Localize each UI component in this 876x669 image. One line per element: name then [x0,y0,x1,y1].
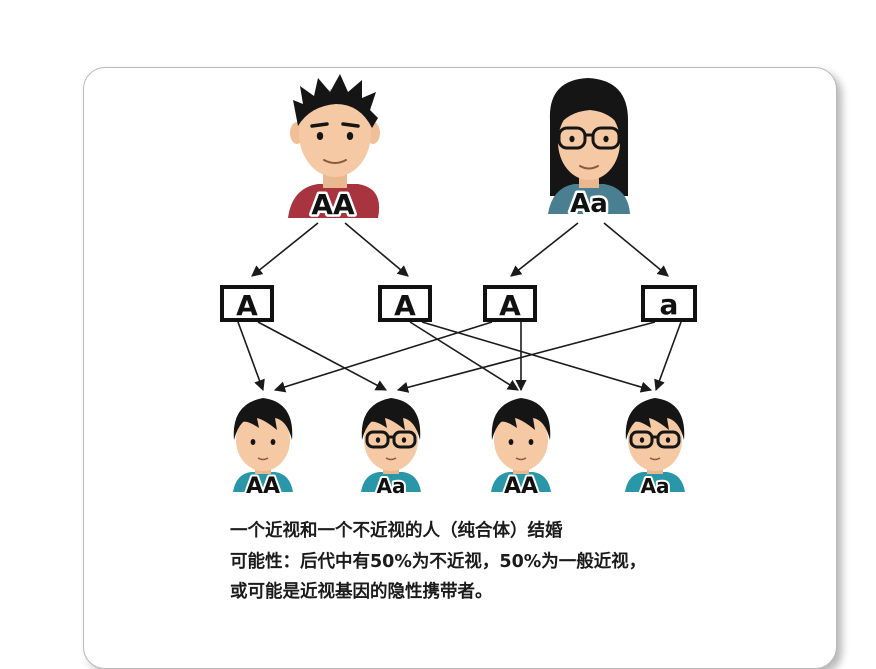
child-4-glasses-icon [629,430,681,449]
caption-line-3: 或可能是近视基因的隐性携带者。 [230,582,493,602]
child-4-genotype-outline: Aa [641,474,670,498]
parent-gamete-arrows [251,222,669,277]
mother-glasses-icon [557,126,621,150]
child-3-genotype-outline: AA [504,474,538,499]
child-2-genotype: Aa [377,474,406,498]
child-3-genotype: AA [504,474,538,499]
arrow-g1-child2 [257,321,387,391]
arrow-father-gamete-2 [344,222,409,277]
caption-line-2: 可能性：后代中有50%为不近视，50%为一般近视， [230,551,647,572]
arrow-g3-child1 [273,321,493,393]
caption-line-1: 一个近视和一个不近视的人（纯合体）结婚 [230,521,563,541]
father-hair [293,74,378,128]
arrow-g2-child3 [409,321,519,391]
diagram-card [83,67,837,669]
father-shirt [288,184,380,218]
child-3-avatar [491,398,551,492]
father-genotype-label: AA AA [309,186,358,224]
child-2-glasses-icon [365,430,417,449]
mother-genotype-outline: Aa [570,189,608,219]
child-2-avatar [361,398,421,492]
arrow-mother-gamete-3 [510,222,579,277]
gamete-box-4: a [641,285,697,322]
child-2-genotype-outline: Aa [377,474,406,498]
gamete-box-2: A [378,285,432,322]
mother-face [558,104,620,180]
father-face [299,89,371,177]
arrow-g4-child2 [396,321,656,393]
father-genotype-outline: AA [311,188,355,221]
caption: 一个近视和一个不近视的人（纯合体）结婚 可能性：后代中有50%为不近视，50%为… [230,516,790,608]
child-1-genotype-outline: AA [246,474,280,499]
child-1-avatar [233,398,293,492]
father-avatar [288,74,380,218]
child-4-avatar [625,398,685,492]
gamete-box-3: A [483,285,537,322]
gamete-label-3: A [499,289,521,322]
mother-shirt [548,184,630,214]
mother-genotype: Aa [570,189,608,219]
father-genotype: AA [311,188,355,221]
gamete-label-4: a [660,288,679,321]
gamete-label-2: A [394,289,416,322]
gamete-box-1: A [220,285,274,322]
diagram-stage: AA AA Aa Aa [83,67,837,669]
child-genotype-labels: AA AA Aa Aa AA AA Aa Aa [244,472,672,501]
gamete-label-1: A [236,289,258,322]
arrow-g2-child4 [421,321,653,393]
inheritance-diagram: AA AA Aa Aa [220,74,697,501]
child-4-genotype: Aa [641,474,670,498]
mother-avatar [548,78,630,214]
child-1-genotype: AA [246,474,280,499]
arrow-g4-child4 [654,321,682,392]
mother-genotype-label: Aa Aa [568,187,611,222]
gamete-child-arrows [237,321,682,393]
arrow-g1-child1 [237,321,265,392]
arrow-mother-gamete-4 [603,222,669,277]
arrow-father-gamete-1 [251,222,319,277]
